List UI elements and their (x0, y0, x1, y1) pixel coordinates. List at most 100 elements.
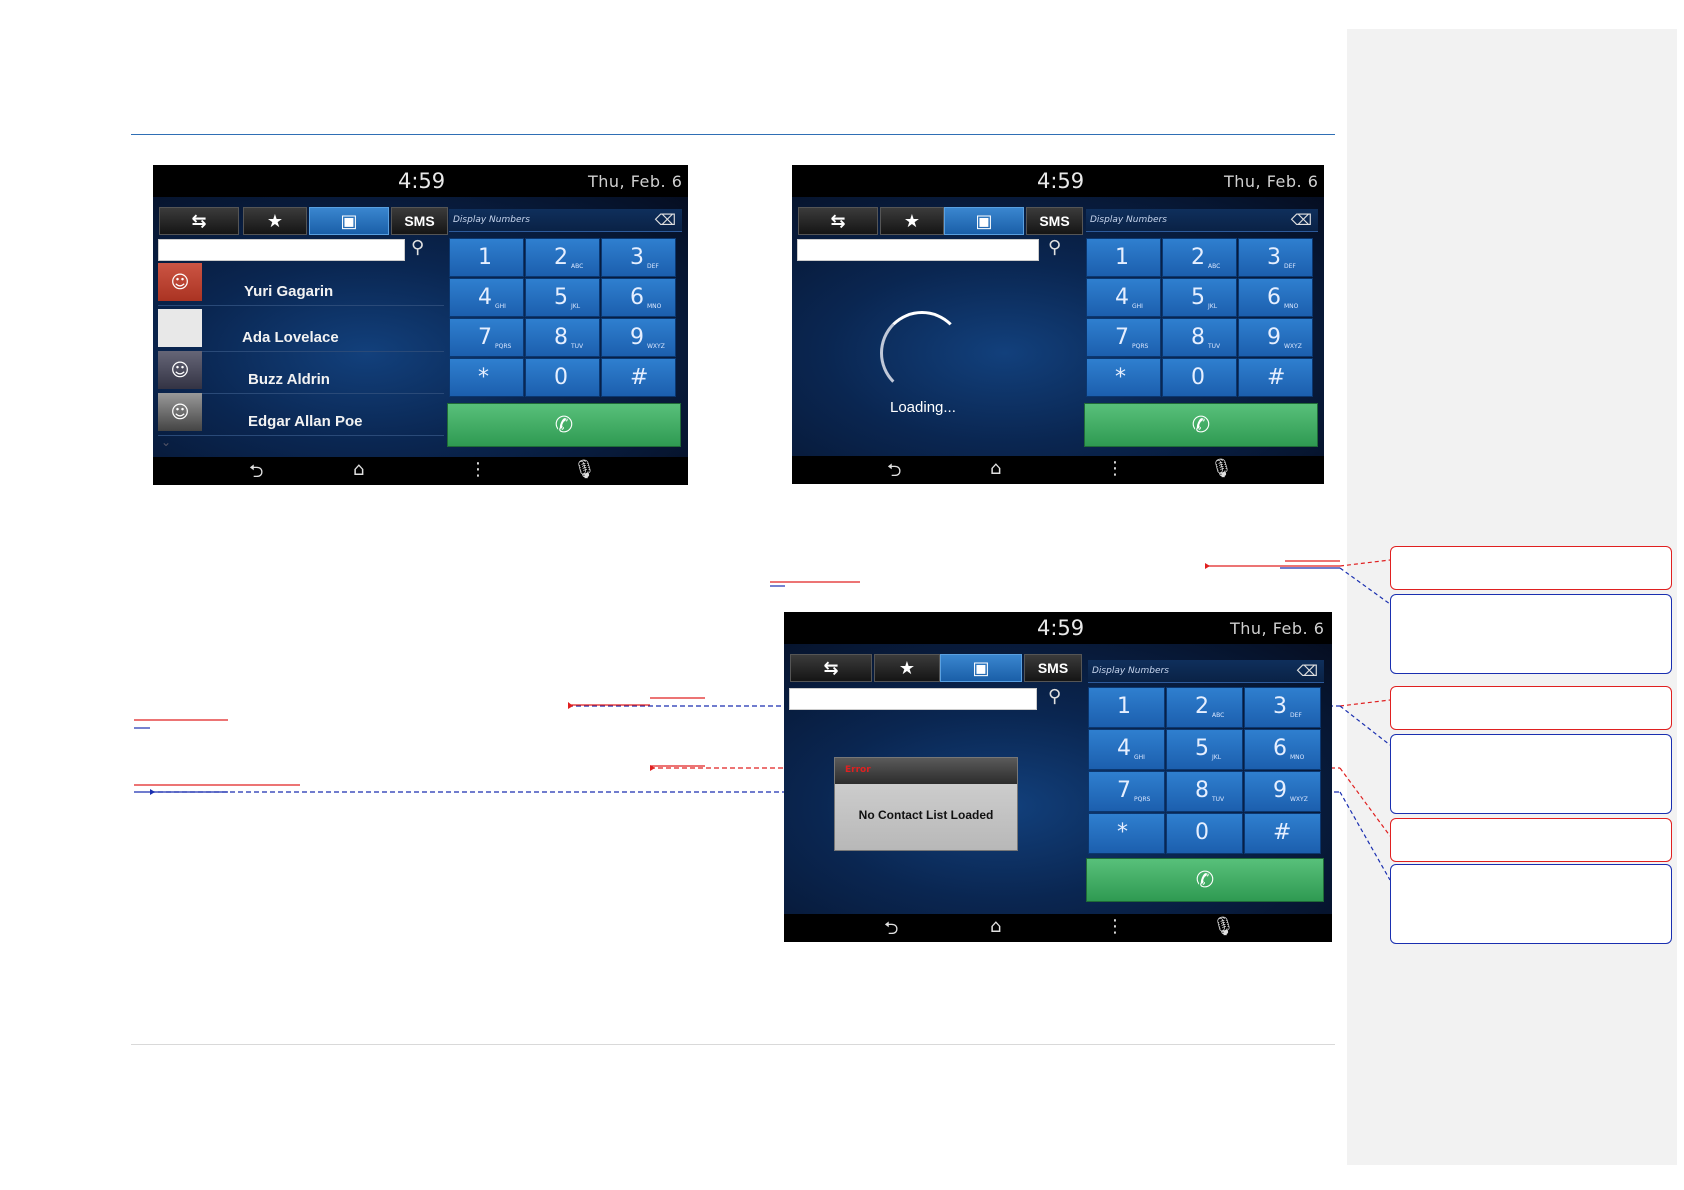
tab-recent[interactable]: ⇆ (159, 207, 239, 235)
keypad-key[interactable]: 1 (1088, 687, 1165, 728)
key-digit: 9 (1267, 325, 1281, 350)
key-digit: * (1115, 365, 1126, 390)
key-digit: 2 (1195, 694, 1209, 719)
keypad-key[interactable]: * (1086, 358, 1161, 397)
microphone-icon[interactable]: 🎙 (573, 459, 596, 480)
key-letters: TUV (1208, 343, 1221, 350)
menu-dots-icon[interactable]: ⋮ (1106, 458, 1124, 479)
back-arrow-icon[interactable]: ⮌ (249, 461, 264, 482)
number-display[interactable]: Display Numbers ⌫ (1088, 660, 1324, 683)
call-button[interactable]: ✆ (447, 403, 681, 447)
search-input[interactable] (797, 239, 1039, 261)
backspace-icon[interactable]: ⌫ (1296, 662, 1318, 680)
tab-contacts[interactable]: ▣ (309, 207, 389, 235)
search-icon[interactable]: ⚲ (411, 237, 425, 258)
key-letters: GHI (1134, 754, 1145, 761)
key-letters: DEF (647, 263, 659, 270)
keypad-key[interactable]: # (1238, 358, 1313, 397)
back-arrow-icon[interactable]: ⮌ (884, 918, 899, 939)
key-digit: # (1267, 365, 1286, 390)
search-icon[interactable]: ⚲ (1048, 237, 1062, 258)
home-icon[interactable]: ⌂ (990, 458, 1002, 479)
error-dialog[interactable]: Error No Contact List Loaded (834, 757, 1018, 851)
backspace-icon[interactable]: ⌫ (1290, 211, 1312, 229)
keypad-key[interactable]: 1 (449, 238, 524, 277)
keypad-key[interactable]: * (1088, 813, 1165, 854)
number-display[interactable]: Display Numbers ⌫ (449, 209, 682, 232)
tab-favorites[interactable]: ★ (243, 207, 307, 235)
key-digit: 4 (1117, 736, 1131, 761)
comment-box-4[interactable] (1390, 734, 1672, 814)
comment-box-2[interactable] (1390, 594, 1672, 674)
comment-box-1[interactable] (1390, 546, 1672, 590)
key-letters: GHI (1132, 303, 1143, 310)
call-button[interactable]: ✆ (1084, 403, 1318, 447)
search-input[interactable] (789, 688, 1037, 710)
key-digit: 4 (1115, 285, 1129, 310)
nav-bar: ⮌ ⌂ ⋮ 🎙 (153, 457, 688, 485)
keypad-key[interactable]: 0 (1166, 813, 1243, 854)
contact-row[interactable]: ☺ Yuri Gagarin (158, 263, 444, 306)
tab-favorites[interactable]: ★ (880, 207, 944, 235)
key-letters: ABC (1208, 263, 1221, 270)
tab-recent[interactable]: ⇆ (798, 207, 878, 235)
tab-sms[interactable]: SMS (1024, 654, 1082, 682)
comment-box-5[interactable] (1390, 818, 1672, 862)
contact-name: Edgar Allan Poe (248, 413, 363, 430)
keypad-key[interactable]: # (1244, 813, 1321, 854)
tab-contacts[interactable]: ▣ (944, 207, 1024, 235)
contact-row[interactable]: ☺ Edgar Allan Poe (158, 393, 444, 436)
menu-dots-icon[interactable]: ⋮ (469, 459, 487, 480)
backspace-icon[interactable]: ⌫ (654, 211, 676, 229)
number-display[interactable]: Display Numbers ⌫ (1086, 209, 1318, 232)
search-icon[interactable]: ⚲ (1048, 686, 1062, 707)
contact-row[interactable]: ☺ Buzz Aldrin (158, 351, 444, 394)
tab-recent[interactable]: ⇆ (790, 654, 872, 682)
search-input[interactable] (158, 239, 405, 261)
chevron-down-icon[interactable]: ⌄ (161, 435, 172, 449)
keypad-key[interactable]: 0 (1162, 358, 1237, 397)
contact-row[interactable]: Ada Lovelace (158, 309, 444, 352)
tab-sms[interactable]: SMS (391, 207, 448, 235)
keypad-key[interactable]: # (601, 358, 676, 397)
comment-box-3[interactable] (1390, 686, 1672, 730)
tab-contacts[interactable]: ▣ (940, 654, 1022, 682)
tab-favorites[interactable]: ★ (874, 654, 940, 682)
menu-dots-icon[interactable]: ⋮ (1106, 916, 1124, 937)
back-arrow-icon[interactable]: ⮌ (887, 460, 902, 481)
keypad-key[interactable]: 1 (1086, 238, 1161, 277)
home-icon[interactable]: ⌂ (990, 916, 1002, 937)
microphone-icon[interactable]: 🎙 (1212, 916, 1235, 937)
call-button[interactable]: ✆ (1086, 858, 1324, 902)
keypad-key[interactable]: 0 (525, 358, 600, 397)
tab-sms[interactable]: SMS (1026, 207, 1083, 235)
microphone-icon[interactable]: 🎙 (1210, 458, 1233, 479)
comment-box-6[interactable] (1390, 864, 1672, 944)
keypad-key[interactable]: * (449, 358, 524, 397)
home-icon[interactable]: ⌂ (353, 459, 365, 480)
